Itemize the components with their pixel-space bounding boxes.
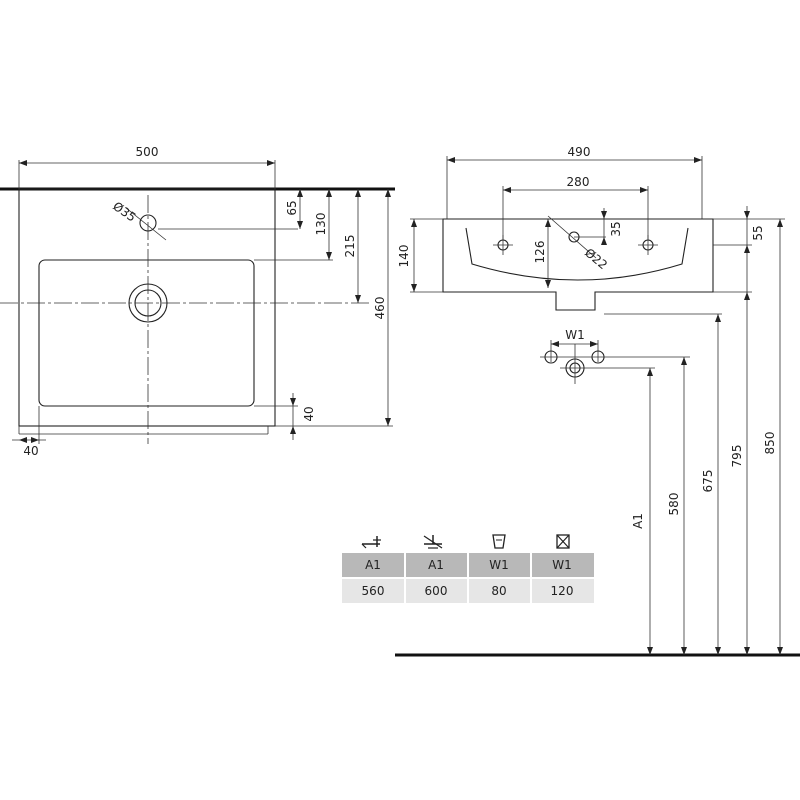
install-table: A1 A1 W1 W1 560 600 80 120 — [342, 534, 594, 603]
dim-795: 795 — [730, 445, 744, 468]
table-value-cell: 80 — [491, 584, 506, 598]
bowl-outline — [38, 259, 255, 407]
dim-width-490: 490 — [568, 145, 591, 159]
table-header-cell: A1 — [428, 558, 444, 572]
dim-130: 130 — [314, 213, 328, 236]
dim-580: 580 — [667, 493, 681, 516]
table-value-cell: 120 — [551, 584, 574, 598]
dim-rim-bottom-40: 40 — [302, 406, 316, 421]
plan-view: Ø35 500 65 130 215 460 40 — [0, 145, 395, 458]
table-header-cell: W1 — [552, 558, 572, 572]
table-value-cell: 560 — [362, 584, 385, 598]
dim-675: 675 — [701, 470, 715, 493]
dim-65: 65 — [285, 200, 299, 215]
dim-35: 35 — [609, 221, 623, 236]
dim-depth-460: 460 — [373, 297, 387, 320]
basin-icon — [492, 534, 506, 549]
dim-hole-spacing-280: 280 — [567, 175, 590, 189]
drain-outer — [128, 283, 168, 323]
no-siphon-icon — [556, 534, 570, 549]
tap-hole — [139, 214, 157, 232]
siphon-icon — [423, 535, 443, 549]
w1-label: W1 — [565, 328, 585, 342]
basin-outline — [18, 188, 276, 427]
table-header-cell: A1 — [365, 558, 381, 572]
dim-55: 55 — [751, 225, 765, 240]
basin-front-outline — [442, 218, 714, 311]
dim-inner-depth-126: 126 — [533, 241, 547, 264]
table-header-cell: W1 — [489, 558, 509, 572]
dim-rim-left-40: 40 — [23, 444, 38, 458]
dim-850: 850 — [763, 432, 777, 455]
dim-a1: A1 — [631, 513, 645, 529]
dim-height-140: 140 — [397, 245, 411, 268]
dim-215: 215 — [343, 235, 357, 258]
tap-hole-diameter-label: Ø35 — [110, 199, 138, 225]
dim-width-500: 500 — [136, 145, 159, 159]
table-value-cell: 600 — [425, 584, 448, 598]
drain-inner — [134, 289, 162, 317]
bowl-curve — [465, 227, 689, 281]
front-view: Ø22 490 280 140 126 35 — [395, 145, 800, 657]
wall-tap-icon — [361, 536, 381, 549]
